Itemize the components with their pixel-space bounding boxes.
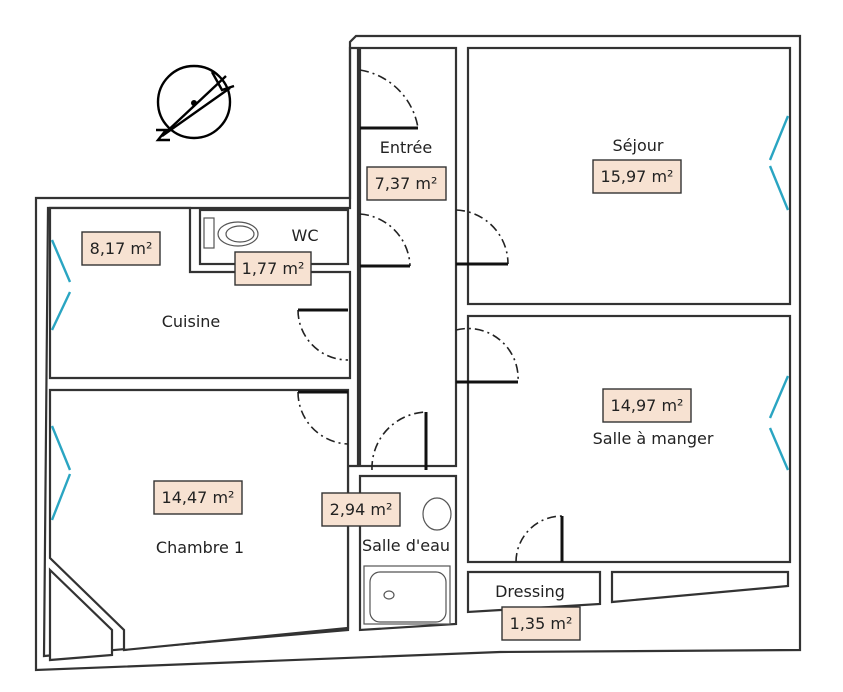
room-area-chambre-1: 14,47 m² (162, 488, 235, 507)
fixtures (203, 217, 452, 625)
toilet-bowl-icon (225, 225, 255, 243)
room-name-cuisine: Cuisine (162, 312, 221, 331)
north-arrow-icon (155, 64, 235, 142)
doors (297, 69, 564, 563)
room-dressing (466, 570, 602, 614)
room-name-sejour: Séjour (613, 136, 664, 155)
area-box-salle-d-eau (321, 492, 401, 527)
room-labels: Entrée 7,37 m² Séjour 15,97 m² WC 1,77 m… (81, 136, 714, 641)
bathtub-inner-icon (369, 571, 447, 623)
area-box-wc (234, 251, 312, 286)
area-box-chambre-1 (153, 480, 243, 515)
window-sejour (768, 115, 790, 211)
room-shapes (48, 46, 792, 662)
area-box-sejour (592, 159, 682, 194)
room-name-chambre-1: Chambre 1 (156, 538, 244, 557)
window-chambre (50, 425, 72, 521)
room-name-entree: Entrée (380, 138, 432, 157)
area-box-dressing (501, 606, 581, 641)
area-box-salle-a-manger (602, 388, 692, 423)
drain-icon (383, 590, 395, 600)
room-name-wc: WC (292, 226, 319, 245)
room-name-salle-d-eau: Salle d'eau (362, 536, 450, 555)
room-name-salle-a-manger: Salle à manger (593, 429, 714, 448)
room-chambre-1 (48, 388, 350, 652)
room-area-entree: 7,37 m² (375, 174, 438, 193)
room-salle-a-manger (466, 314, 792, 564)
room-area-dressing: 1,35 m² (510, 614, 573, 633)
wc-tank-icon (203, 217, 215, 249)
room-area-salle-a-manger: 14,97 m² (611, 396, 684, 415)
windows (50, 115, 790, 521)
room-entree (358, 46, 458, 468)
window-cuisine (50, 239, 72, 331)
area-box-cuisine (81, 231, 161, 266)
room-closet (48, 567, 114, 662)
room-area-cuisine: 8,17 m² (90, 239, 153, 258)
room-storage (610, 570, 790, 604)
room-area-wc: 1,77 m² (242, 259, 305, 278)
room-area-sejour: 15,97 m² (601, 167, 674, 186)
sink-icon (422, 497, 452, 531)
room-area-salle-d-eau: 2,94 m² (330, 500, 393, 519)
window-salle-a-manger (768, 375, 790, 471)
room-name-dressing: Dressing (495, 582, 565, 601)
area-box-entree (366, 166, 447, 201)
